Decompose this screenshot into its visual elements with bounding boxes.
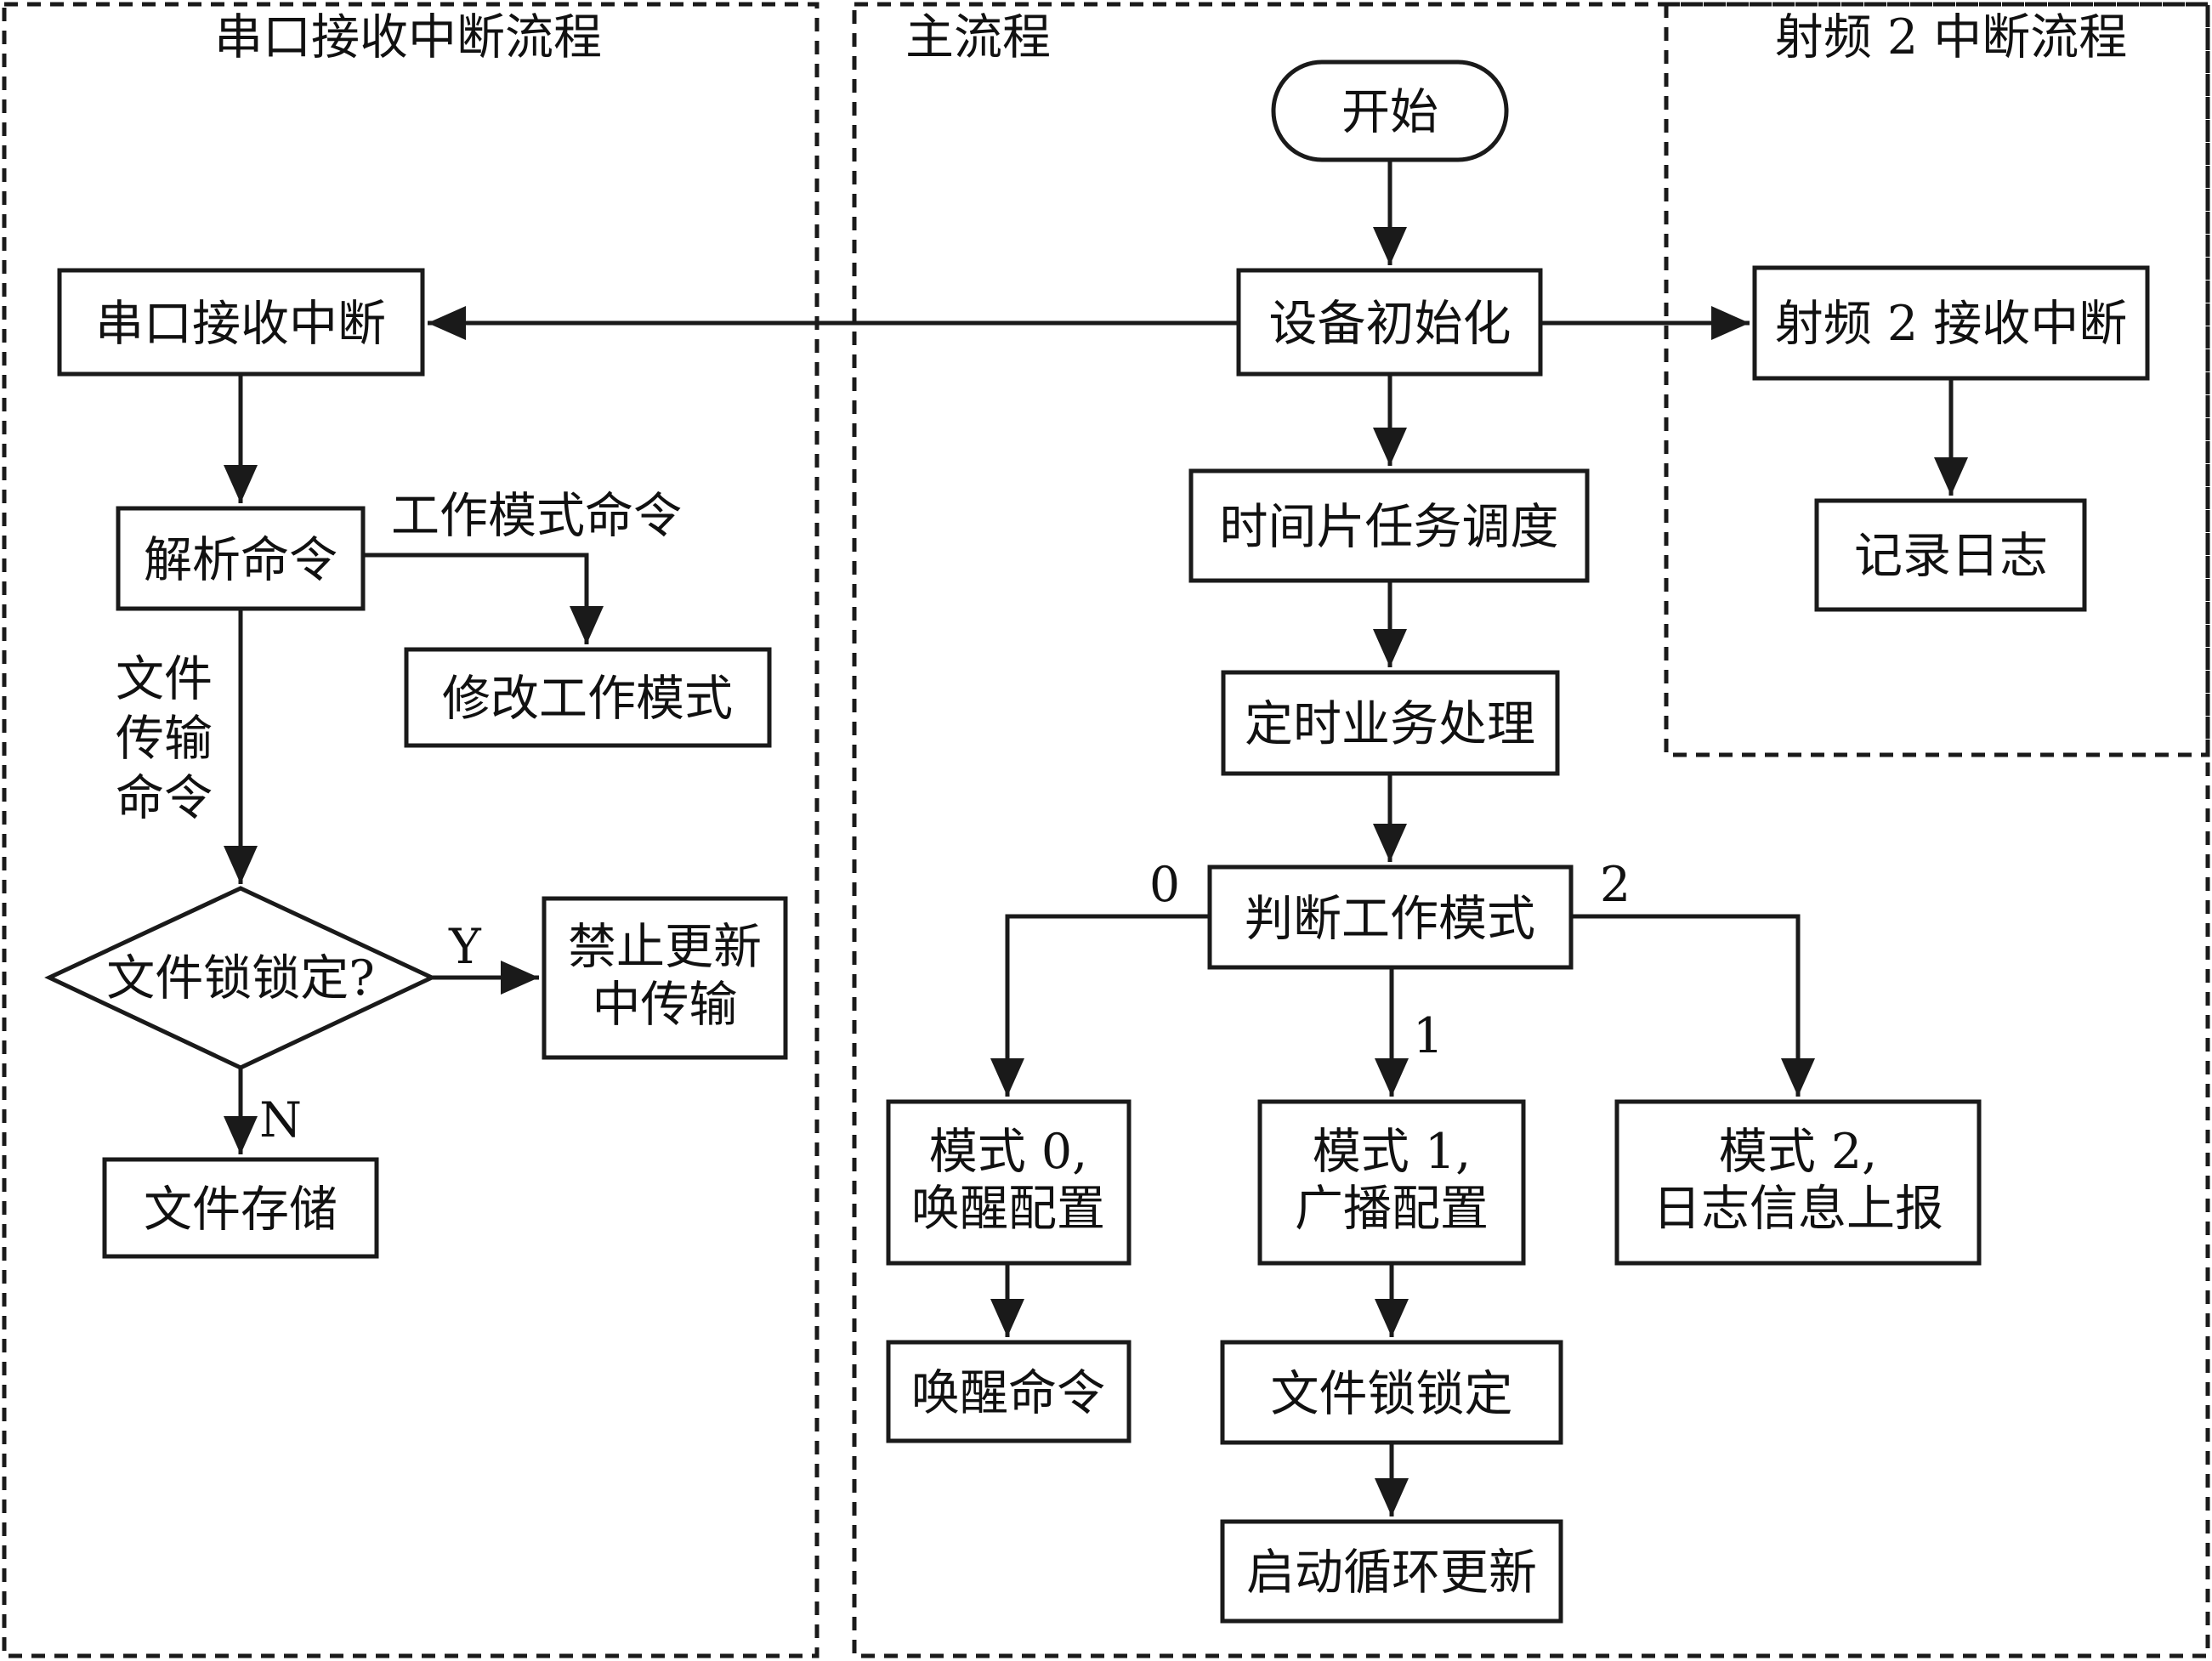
modify-mode-label: 修改工作模式: [442, 671, 733, 727]
modify-mode-box: [404, 647, 772, 748]
parse-box: [116, 506, 366, 611]
wake-cmd-box: [886, 1340, 1132, 1443]
branch-1-label: 1: [1413, 1008, 1443, 1064]
file-transfer-cmd-line2: 传输: [116, 711, 213, 767]
rf2-int-box: [1752, 265, 2150, 381]
rf2-region-frame: [1664, 2, 2210, 757]
file-lock-label: 文件锁锁定: [1271, 1366, 1513, 1422]
file-store-label: 文件存储: [144, 1182, 337, 1238]
mode1-box: [1257, 1099, 1526, 1266]
connectors: [224, 160, 1968, 1516]
file-locked-decision-label: 文件锁锁定?: [106, 950, 375, 1006]
schedule-label: 时间片任务调度: [1220, 499, 1559, 555]
init-box: [1236, 268, 1543, 377]
edge-judge-mode0: [990, 914, 1210, 1097]
mode1-line1: 模式 1,: [1313, 1124, 1472, 1180]
yes-label: Y: [448, 919, 482, 975]
mode1-line2: 广播配置: [1295, 1181, 1489, 1237]
schedule-box: [1188, 468, 1590, 583]
mode0-line1: 模式 0,: [929, 1124, 1088, 1180]
edge-parse-modify: [363, 553, 604, 644]
serial-region-frame: [2, 2, 820, 1658]
main-region-frame: [852, 2, 2210, 1658]
wake-cmd-label: 唤醒命令: [911, 1365, 1105, 1421]
mode2-box: [1614, 1099, 1982, 1266]
loop-update-box: [1220, 1519, 1563, 1624]
log-box: [1814, 498, 2087, 612]
judge-box: [1207, 865, 1574, 970]
rf2-region-title: 射频 2 中断流程: [1775, 9, 2128, 65]
loop-update-label: 启动循环更新: [1246, 1545, 1537, 1601]
mode2-line2: 日志信息上报: [1653, 1181, 1943, 1237]
forbid-line2: 中传输: [593, 977, 738, 1033]
forbid-line1: 禁止更新: [568, 919, 762, 975]
log-label: 记录日志: [1854, 528, 2048, 584]
init-label: 设备初始化: [1269, 296, 1512, 352]
start-label: 开始: [1341, 84, 1438, 140]
no-label: N: [259, 1092, 302, 1148]
file-transfer-cmd-line3: 命令: [116, 770, 213, 826]
mode2-line1: 模式 2,: [1719, 1124, 1878, 1180]
forbid-box: [542, 896, 788, 1060]
main-region-title: 主流程: [905, 9, 1051, 65]
mode0-line2: 唤醒配置: [911, 1181, 1105, 1237]
mode0-box: [886, 1099, 1132, 1266]
branch-2-label: 2: [1600, 857, 1631, 913]
start-terminal: [1271, 60, 1509, 162]
work-mode-cmd-label: 工作模式命令: [391, 488, 682, 544]
rf2-int-label: 射频 2 接收中断: [1775, 296, 2128, 352]
file-store-box: [102, 1157, 379, 1259]
timer-label: 定时业务处理: [1245, 696, 1535, 752]
serial-int-box: [57, 268, 425, 377]
edge-judge-mode2: [1571, 914, 1815, 1097]
file-lock-box: [1220, 1340, 1563, 1445]
file-locked-decision: [44, 886, 437, 1070]
timer-box: [1221, 670, 1560, 776]
file-transfer-cmd-line1: 文件: [116, 651, 213, 707]
serial-region-title: 串口接收中断流程: [214, 9, 602, 65]
judge-label: 判断工作模式: [1245, 891, 1535, 947]
serial-int-label: 串口接收中断: [95, 296, 386, 352]
parse-label: 解析命令: [144, 532, 337, 588]
branch-0-label: 0: [1149, 857, 1180, 913]
